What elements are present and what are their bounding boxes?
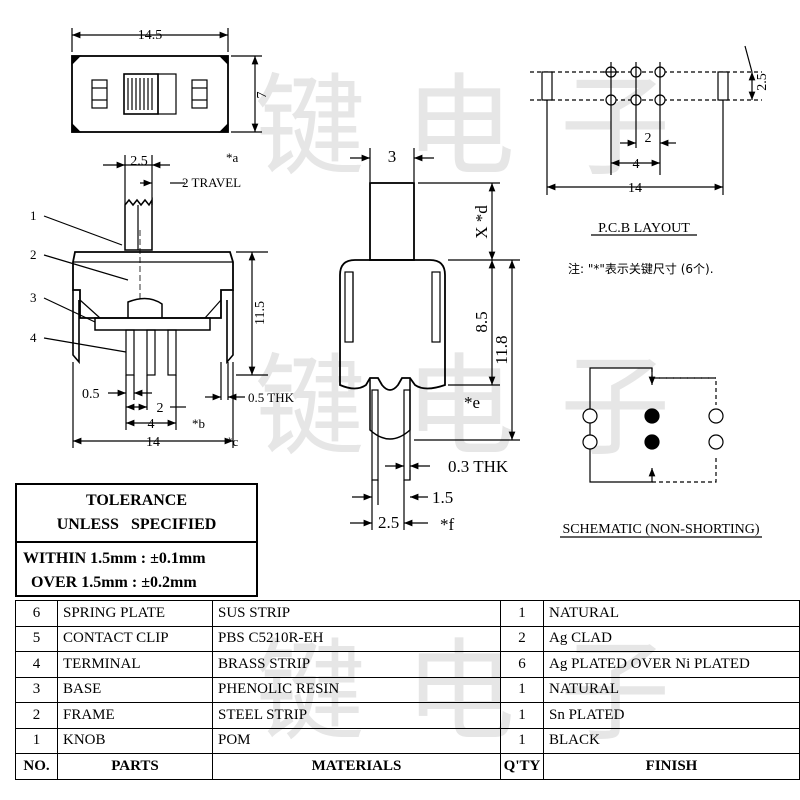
side-height-dim: 11.5 — [253, 301, 268, 325]
table-cell: SUS STRIP — [212, 600, 501, 627]
header-cell: FINISH — [543, 753, 800, 780]
table-cell: 2 — [15, 702, 58, 729]
knob-width-dim: 2.5 — [130, 154, 148, 169]
side-view — [43, 155, 268, 448]
tolerance-box: TOLERANCE UNLESS SPECIFIED WITHIN 1.5mm … — [15, 483, 258, 597]
pcb-pitch-dim: 2 — [645, 131, 652, 146]
watermark-char: 键 — [255, 63, 365, 191]
pcb-row-pitch-dim: 2.5 — [755, 73, 770, 91]
tolerance-title: TOLERANCE — [85, 492, 188, 509]
table-cell: PBS C5210R-EH — [212, 625, 501, 652]
tolerance-subtitle: UNLESS SPECIFIED — [56, 516, 217, 533]
table-cell: 2 — [500, 625, 544, 652]
part-label-3: 3 — [30, 290, 37, 305]
pcb-span-dim: 4 — [633, 157, 640, 172]
table-cell: CONTACT CLIP — [57, 625, 213, 652]
table-cell: FRAME — [57, 702, 213, 729]
table-cell: POM — [212, 727, 501, 754]
pcb-note: 注: "*"表示关键尺寸 (6个). — [568, 261, 714, 276]
parts-table: 6 SPRING PLATE SUS STRIP 1 NATURAL 5 CON… — [15, 600, 800, 780]
table-cell: 1 — [500, 727, 544, 754]
pcb-title: P.C.B LAYOUT — [598, 221, 690, 236]
table-cell: NATURAL — [543, 676, 800, 703]
dim-x: X *d — [472, 205, 491, 239]
pin-span-dim: 4 — [148, 417, 155, 432]
note-a: *a — [226, 150, 239, 165]
table-cell: 4 — [15, 651, 58, 678]
part-label-1: 1 — [30, 208, 37, 223]
table-cell: BLACK — [543, 727, 800, 754]
table-cell: SPRING PLATE — [57, 600, 213, 627]
pitch-dim: 2 — [157, 401, 164, 416]
table-row: 3 BASE PHENOLIC RESIN 1 NATURAL — [15, 676, 800, 703]
table-cell: BASE — [57, 676, 213, 703]
dim-1-5: 1.5 — [432, 488, 453, 507]
header-cell: NO. — [15, 753, 58, 780]
table-row: 6 SPRING PLATE SUS STRIP 1 NATURAL — [15, 600, 800, 627]
top-width-dim: 14.5 — [138, 28, 163, 43]
thickness-dim: 0.5 THK — [248, 390, 295, 405]
tolerance-over: OVER 1.5mm : ±0.2mm — [31, 574, 197, 591]
top-height-dim: 7 — [255, 92, 270, 99]
table-cell: BRASS STRIP — [212, 651, 501, 678]
travel-dim: 2 TRAVEL — [182, 175, 241, 190]
dim-8-5: 8.5 — [472, 311, 491, 332]
watermark-char: 子 — [560, 343, 670, 471]
table-cell: Ag CLAD — [543, 625, 800, 652]
table-cell: Ag PLATED OVER Ni PLATED — [543, 651, 800, 678]
table-header-row: NO. PARTS MATERIALS Q'TY FINISH — [15, 753, 800, 780]
table-cell: 3 — [15, 676, 58, 703]
watermark-char: 键 — [255, 343, 365, 471]
pcb-layout — [530, 45, 762, 236]
table-cell: KNOB — [57, 727, 213, 754]
table-cell: 6 — [500, 651, 544, 678]
stem-width-dim: 3 — [388, 147, 397, 166]
front-view — [339, 148, 520, 530]
table-cell: 6 — [15, 600, 58, 627]
side-width-dim: 14 — [146, 435, 160, 450]
table-row: 5 CONTACT CLIP PBS C5210R-EH 2 Ag CLAD — [15, 625, 800, 652]
watermark-char: 电 — [405, 63, 515, 191]
note-b: *b — [192, 416, 205, 431]
table-cell: STEEL STRIP — [212, 702, 501, 729]
schematic — [560, 367, 762, 538]
schematic-title: SCHEMATIC (NON-SHORTING) — [562, 522, 759, 537]
table-row: 4 TERMINAL BRASS STRIP 6 Ag PLATED OVER … — [15, 651, 800, 678]
dim-2-5: 2.5 — [378, 513, 399, 532]
tolerance-body: WITHIN 1.5mm : ±0.1mm OVER 1.5mm : ±0.2m… — [17, 543, 256, 595]
top-view — [71, 28, 262, 133]
part-label-2: 2 — [30, 247, 37, 262]
header-cell: PARTS — [57, 753, 213, 780]
watermark-char: 电 — [405, 343, 515, 471]
note-f: *f — [440, 515, 455, 534]
table-row: 1 KNOB POM 1 BLACK — [15, 727, 800, 754]
table-cell: TERMINAL — [57, 651, 213, 678]
watermark-char: 子 — [560, 63, 670, 191]
tolerance-header: TOLERANCE UNLESS SPECIFIED — [17, 485, 256, 543]
pin-width-dim: 0.5 — [82, 387, 100, 402]
table-cell: 1 — [500, 702, 544, 729]
table-cell: 1 — [15, 727, 58, 754]
table-cell: 1 — [500, 600, 544, 627]
table-cell: NATURAL — [543, 600, 800, 627]
dim-11-8: 11.8 — [492, 335, 511, 364]
part-label-4: 4 — [30, 330, 37, 345]
table-row: 2 FRAME STEEL STRIP 1 Sn PLATED — [15, 702, 800, 729]
header-cell: MATERIALS — [212, 753, 501, 780]
table-cell: PHENOLIC RESIN — [212, 676, 501, 703]
table-cell: Sn PLATED — [543, 702, 800, 729]
note-c: *c — [226, 434, 239, 449]
table-cell: 5 — [15, 625, 58, 652]
note-e: *e — [464, 393, 480, 412]
header-cell: Q'TY — [500, 753, 544, 780]
dim-0-3-thk: 0.3 THK — [448, 457, 509, 476]
pcb-width-dim: 14 — [628, 181, 642, 196]
tolerance-within: WITHIN 1.5mm : ±0.1mm — [23, 550, 206, 567]
table-cell: 1 — [500, 676, 544, 703]
